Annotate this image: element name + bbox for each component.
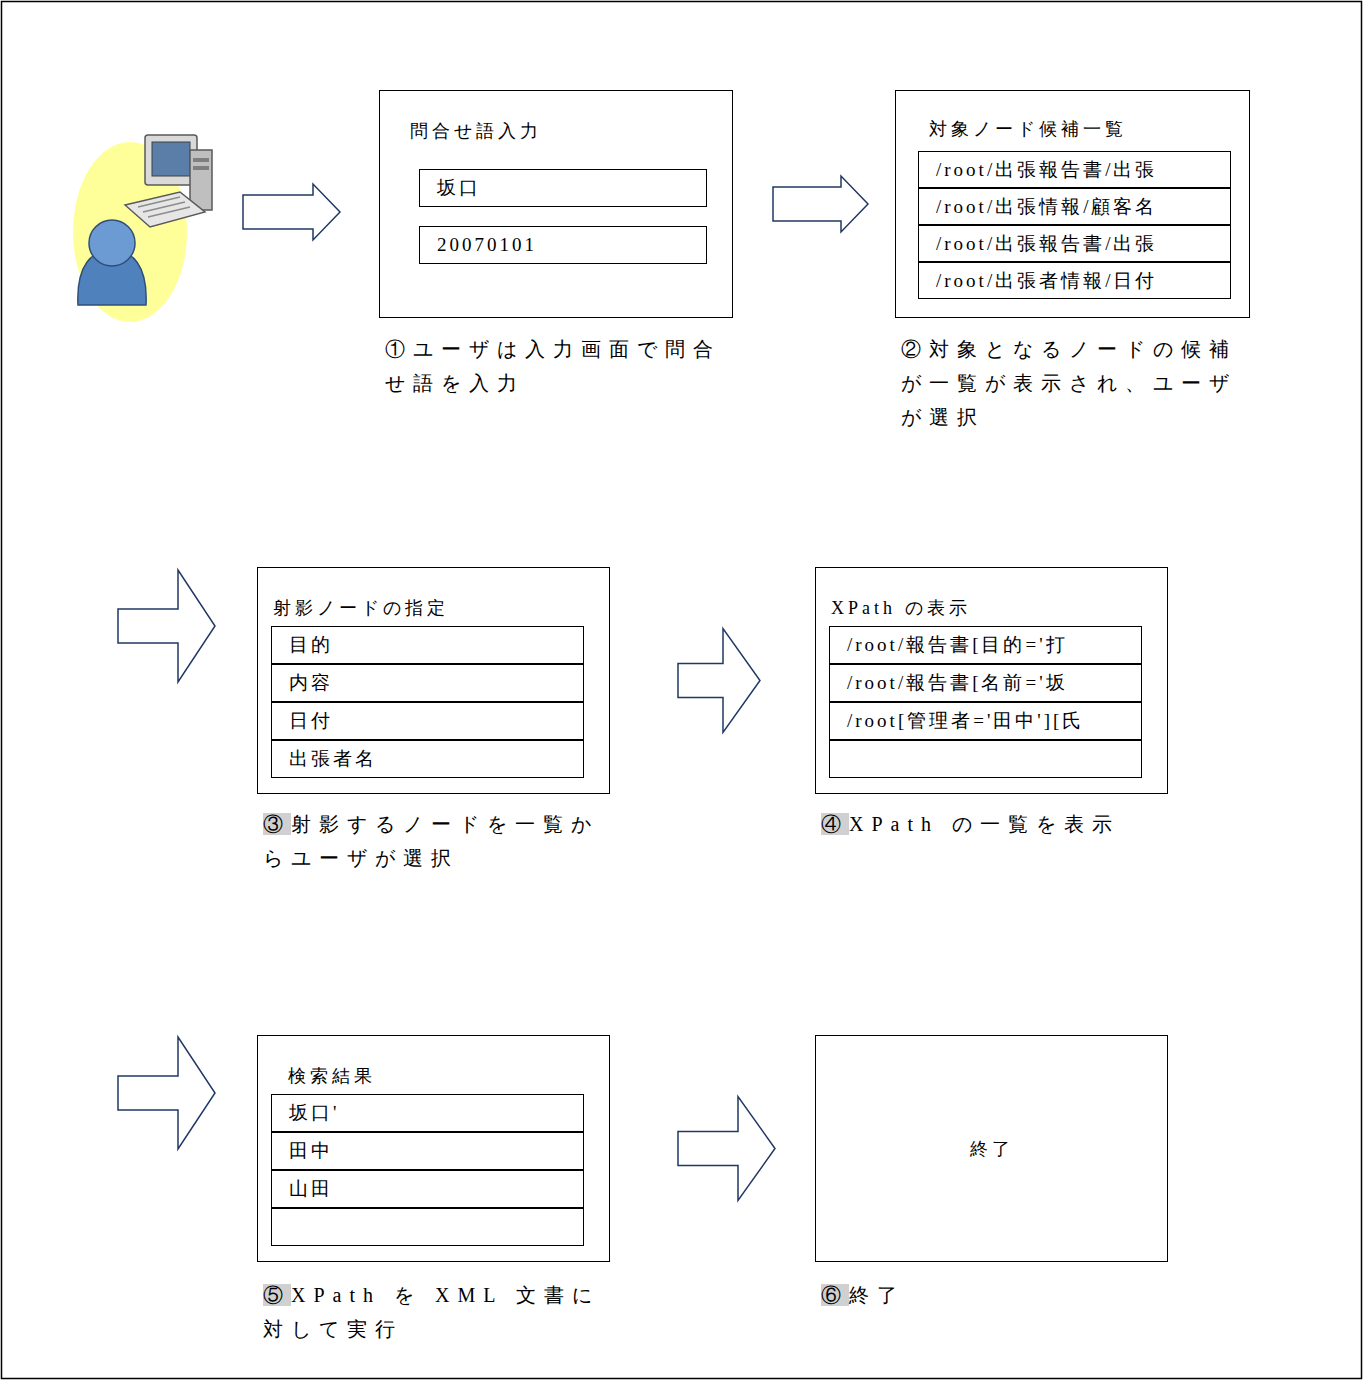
- row-text: 田中: [289, 1138, 333, 1164]
- screen-panel: 終了 ⑥終了: [815, 1035, 1168, 1312]
- screen-frame: 問合せ語入力坂口 20070101: [379, 90, 733, 318]
- screen-frame: XPath の表示/root/報告書[目的='打/root/報告書[名前='坂 /…: [815, 567, 1168, 794]
- screen-title: XPath の表示: [831, 596, 971, 620]
- list-row: 内容: [271, 664, 584, 702]
- user-icon: [73, 135, 212, 322]
- row-text: 内容: [289, 670, 333, 696]
- block-arrow-connector: [678, 1097, 775, 1201]
- screen-panel: 検索結果坂口' 田中山田 ⑤XPath を XML 文書に対して実行: [257, 1035, 610, 1346]
- list-row: /root/報告書[目的='打: [829, 626, 1142, 664]
- step-caption: ②対象となるノードの候補が一覧が表示され、ユーザが選択: [901, 332, 1263, 434]
- list-row: /root/出張報告書/出張: [918, 151, 1231, 188]
- screen-frame: 対象ノード候補一覧/root/出張報告書/出張/root/出張情報/顧客名/ro…: [895, 90, 1250, 318]
- row-text: /root[管理者='田中'][氏: [847, 708, 1084, 734]
- screen-panel: 対象ノード候補一覧/root/出張報告書/出張/root/出張情報/顧客名/ro…: [895, 90, 1250, 434]
- list-row: /root/出張報告書/出張: [918, 225, 1231, 262]
- screen-panel: XPath の表示/root/報告書[目的='打/root/報告書[名前='坂 /…: [815, 567, 1168, 841]
- row-text: 目的: [289, 632, 333, 658]
- screen-title: 終了: [970, 1137, 1014, 1161]
- row-text: /root/出張報告書/出張: [936, 157, 1157, 183]
- screen-panel: 射影ノードの指定目的内容日付出張者名 ③射影するノードを一覧からユーザが選択: [257, 567, 610, 875]
- row-text: 出張者名: [289, 746, 377, 772]
- empty-list-row: [271, 1208, 584, 1246]
- step-caption: ④XPath の一覧を表示: [821, 807, 1171, 841]
- row-text: /root/報告書[名前='坂: [847, 670, 1068, 696]
- screen-panel: 問合せ語入力坂口 20070101 ①ユーザは入力画面で問合せ語を入力: [379, 90, 733, 400]
- row-text: 日付: [289, 708, 333, 734]
- row-text: 20070101: [437, 234, 537, 256]
- list-row: 坂口': [271, 1094, 584, 1132]
- screen-frame: 検索結果坂口' 田中山田: [257, 1035, 610, 1262]
- list-row: 目的: [271, 626, 584, 664]
- block-arrow: [118, 570, 215, 682]
- list-row: /root/報告書[名前='坂: [829, 664, 1142, 702]
- list-row: 山田: [271, 1170, 584, 1208]
- person-icon: [78, 220, 146, 305]
- row-text: /root/報告書[目的='打: [847, 632, 1068, 658]
- screen-frame: 射影ノードの指定目的内容日付出張者名: [257, 567, 610, 794]
- row-text: 坂口: [437, 175, 481, 201]
- block-arrow-connector: [678, 629, 760, 733]
- step-caption: ③射影するノードを一覧からユーザが選択: [263, 807, 613, 875]
- empty-list-row: [829, 740, 1142, 778]
- list-row: /root[管理者='田中'][氏: [829, 702, 1142, 740]
- row-text: 坂口': [289, 1100, 339, 1126]
- list-row: 田中: [271, 1132, 584, 1170]
- screen-title: 検索結果: [288, 1064, 376, 1088]
- block-arrow: [118, 1037, 215, 1149]
- row-text: /root/出張報告書/出張: [936, 231, 1157, 257]
- row-text: /root/出張者情報/日付: [936, 268, 1157, 294]
- row-text: /root/出張情報/顧客名: [936, 194, 1157, 220]
- list-row: 出張者名: [271, 740, 584, 778]
- screen-title: 射影ノードの指定: [273, 596, 449, 620]
- block-arrow-connector: [773, 176, 868, 232]
- screen-title: 問合せ語入力: [410, 119, 542, 143]
- row-text: 山田: [289, 1176, 333, 1202]
- block-arrow: [243, 184, 340, 240]
- step-caption: ①ユーザは入力画面で問合せ語を入力: [385, 332, 735, 400]
- computer-icon: [125, 135, 212, 227]
- list-row: /root/出張者情報/日付: [918, 262, 1231, 299]
- screen-title: 対象ノード候補一覧: [929, 117, 1127, 141]
- screen-frame: 終了: [815, 1035, 1168, 1262]
- list-row: 20070101: [419, 226, 707, 264]
- step-caption: ⑤XPath を XML 文書に対して実行: [263, 1278, 613, 1346]
- list-row: 坂口: [419, 169, 707, 207]
- list-row: 日付: [271, 702, 584, 740]
- list-row: /root/出張情報/顧客名: [918, 188, 1231, 225]
- step-caption: ⑥終了: [821, 1278, 1171, 1312]
